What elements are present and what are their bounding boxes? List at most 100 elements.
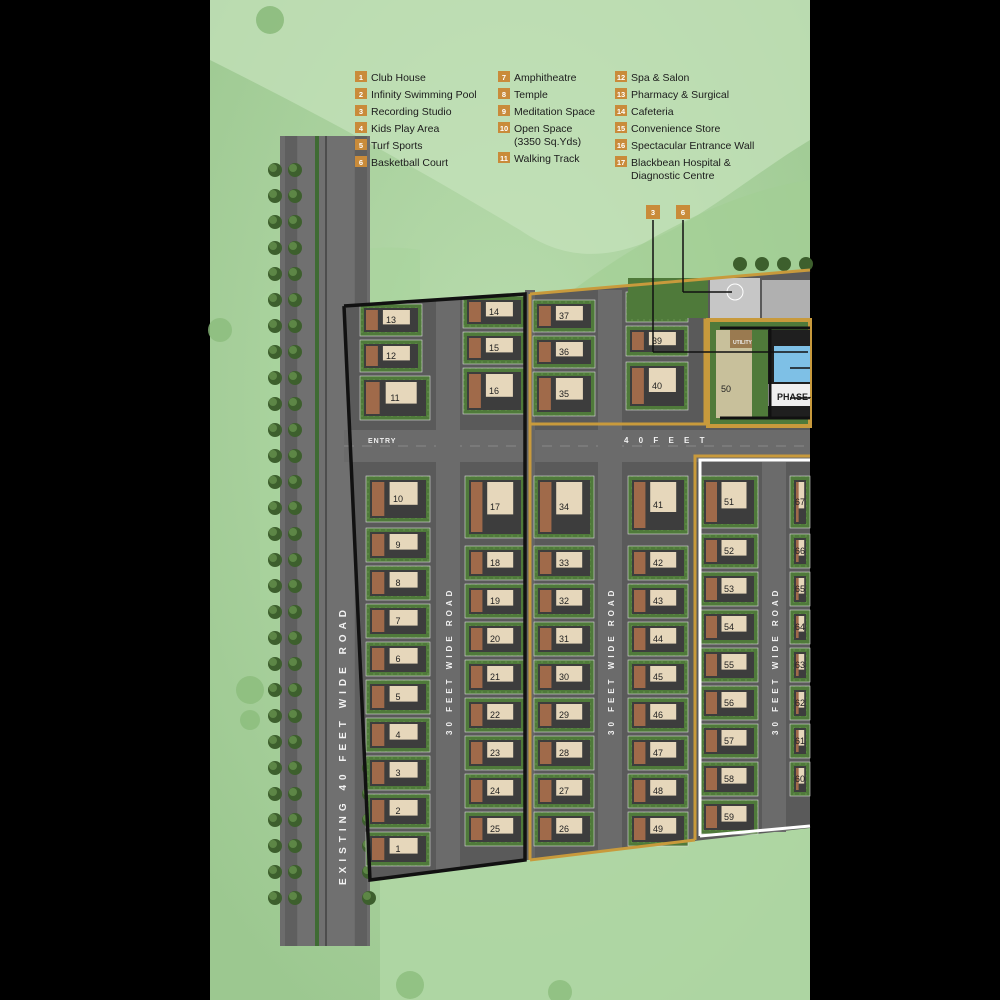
plot-roof-accent: [372, 572, 385, 594]
plot-number: 43: [653, 596, 663, 606]
plot-roof: [721, 730, 747, 746]
amenity-plot-number: 50: [721, 384, 731, 394]
tree-highlight: [269, 606, 277, 614]
plot-roof: [798, 578, 805, 594]
tree-highlight: [269, 372, 277, 380]
plot: 14: [462, 295, 526, 329]
tree-highlight: [289, 398, 297, 406]
plot-roof-accent: [796, 616, 799, 638]
plot: 52: [699, 533, 759, 569]
marker-3: 3: [646, 205, 660, 219]
tree-highlight: [289, 554, 297, 562]
plot-roof-accent: [372, 838, 385, 860]
legend-item: 2 Infinity Swimming Pool: [355, 88, 477, 101]
legend-number-badge: [615, 105, 627, 116]
legend-number: 3: [359, 107, 363, 116]
plot-roof-accent: [634, 628, 646, 650]
tree-highlight: [363, 892, 371, 900]
plot-number: 28: [559, 748, 569, 758]
plot-roof: [487, 552, 514, 568]
plot-roof-accent: [366, 346, 378, 366]
tree-highlight: [289, 736, 297, 744]
plot-number: 33: [559, 558, 569, 568]
plot-roof-accent: [539, 342, 551, 362]
plot-roof-accent: [540, 742, 552, 764]
plot-roof-accent: [471, 742, 483, 764]
plot: 65: [789, 571, 811, 607]
legend-number: 15: [617, 124, 625, 133]
tree-highlight: [289, 658, 297, 666]
legend-label: Spectacular Entrance Wall: [631, 140, 754, 152]
legend-number: 8: [502, 90, 506, 99]
plot-number: 46: [653, 710, 663, 720]
plot-roof: [650, 704, 677, 720]
plot-roof-accent: [372, 648, 385, 670]
plot-number: 55: [724, 660, 734, 670]
legend-number: 11: [500, 154, 508, 163]
plot-roof-accent: [706, 768, 717, 790]
plot-number: 23: [490, 748, 500, 758]
legend-number: 2: [359, 90, 363, 99]
legend-number: 16: [617, 141, 625, 150]
plot-roof: [487, 628, 514, 644]
plot: 53: [699, 571, 759, 607]
tree-highlight: [269, 710, 277, 718]
plot: 5: [365, 679, 431, 715]
plot: 16: [462, 367, 526, 415]
tree-highlight: [289, 346, 297, 354]
plot: 11: [359, 375, 431, 421]
plot-number: 41: [653, 500, 663, 510]
plot-number: 26: [559, 824, 569, 834]
legend-number: 9: [502, 107, 506, 116]
plot: 60: [789, 761, 811, 797]
plot-number: 62: [795, 698, 805, 708]
plot: 46: [627, 697, 689, 733]
plot-number: 18: [490, 558, 500, 568]
marker-3-number: 3: [651, 208, 655, 217]
plot-roof-accent: [469, 302, 481, 322]
plot-roof: [382, 310, 410, 325]
tree-highlight: [269, 684, 277, 692]
legend-number: 12: [617, 73, 625, 82]
plot-roof-accent: [634, 666, 646, 688]
legend-label: Infinity Swimming Pool: [371, 89, 477, 101]
legend-label: Convenience Store: [631, 123, 720, 135]
tree-highlight: [289, 424, 297, 432]
plot-roof: [721, 806, 747, 822]
plot-roof: [556, 742, 583, 758]
tree-highlight: [289, 164, 297, 172]
tree-highlight: [269, 554, 277, 562]
plot-number: 59: [724, 812, 734, 822]
plot-number: 44: [653, 634, 663, 644]
plot-roof: [389, 534, 418, 550]
tree-highlight: [289, 190, 297, 198]
plot-roof-accent: [706, 578, 717, 600]
plot: 2: [365, 793, 431, 829]
plot-roof: [389, 838, 418, 854]
tree-highlight: [269, 788, 277, 796]
plot-roof-accent: [634, 482, 646, 528]
plot-roof: [721, 578, 747, 594]
plot-roof: [487, 482, 514, 515]
tree-highlight: [269, 164, 277, 172]
plot-number: 9: [395, 540, 400, 550]
plot: 48: [627, 773, 689, 809]
legend-number-badge: [615, 88, 627, 99]
plot-roof-accent: [796, 654, 799, 676]
plot-roof-accent: [469, 338, 481, 358]
legend-label: Spa & Salon: [631, 72, 690, 84]
marker-leaders: [652, 220, 810, 399]
plot-number: 29: [559, 710, 569, 720]
tree-highlight: [289, 892, 297, 900]
boundaries: [342, 268, 811, 882]
plot: 34: [533, 475, 595, 539]
tree-highlight: [289, 606, 297, 614]
tree-highlight: [269, 502, 277, 510]
legend-number-badge: [355, 139, 367, 150]
plot-roof-accent: [540, 666, 552, 688]
